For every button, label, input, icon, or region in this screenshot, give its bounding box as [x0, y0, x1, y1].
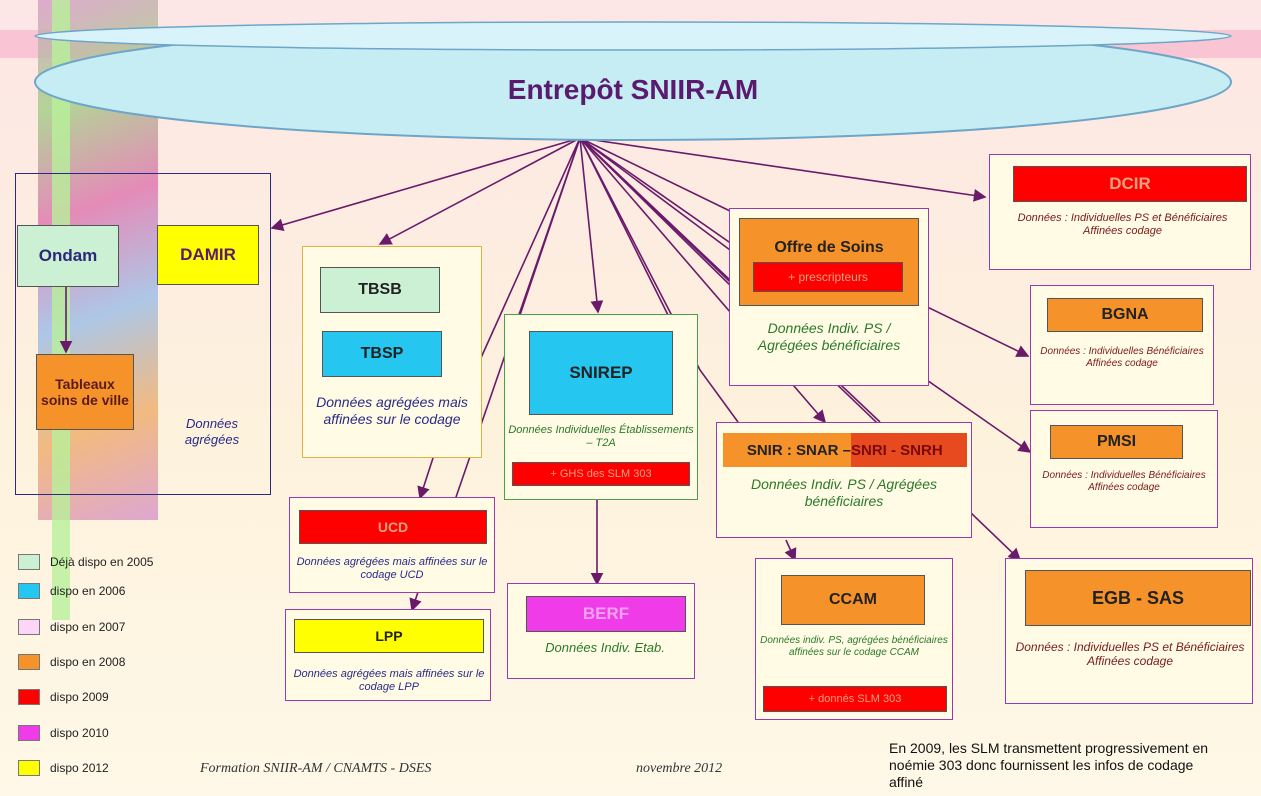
legend-swatch-2008: [18, 654, 40, 670]
legend-swatch-2012: [18, 760, 40, 776]
decorative-green-strip: [52, 0, 70, 620]
legend-label-2010: dispo 2010: [50, 726, 109, 740]
tbsb-desc: Données agrégées mais affinées sur le co…: [316, 394, 468, 427]
legend-label-2012: dispo 2012: [50, 761, 109, 775]
ucd-box: UCD: [299, 510, 487, 544]
legend-label-2007: dispo en 2007: [50, 620, 126, 634]
dcir-box: DCIR: [1013, 166, 1247, 202]
damir-box: DAMIR: [157, 225, 259, 285]
legend-swatch-2007: [18, 619, 40, 635]
legend-swatch-2006: [18, 583, 40, 599]
legend-swatch-2010: [18, 725, 40, 741]
footer-note: En 2009, les SLM transmettent progressiv…: [889, 740, 1209, 790]
egb-desc: Données : Individuelles PS et Bénéficiai…: [1015, 640, 1245, 669]
offre-desc: Données Indiv. PS / Agrégées bénéficiair…: [757, 320, 901, 353]
ucd-desc: Données agrégées mais affinées sur le co…: [296, 556, 488, 582]
left-group-desc: Données agrégées: [184, 416, 240, 447]
berf-box: BERF: [526, 596, 686, 632]
ccam-slm-badge: + donnés SLM 303: [763, 686, 947, 712]
legend-swatch-2009: [18, 689, 40, 705]
egb-sas-box: EGB - SAS: [1025, 570, 1251, 626]
dcir-desc: Données : Individuelles PS et Bénéficiai…: [1017, 212, 1228, 238]
legend-label-2008: dispo en 2008: [50, 655, 126, 669]
legend-label-2006: dispo en 2006: [50, 584, 126, 598]
legend-swatch-2005: [18, 554, 40, 570]
tbsp-box: TBSP: [322, 331, 442, 377]
ondam-box: Ondam: [17, 225, 119, 287]
footer-left: Formation SNIIR-AM / CNAMTS - DSES: [200, 761, 432, 776]
bgna-desc: Données : Individuelles Bénéficiaires Af…: [1040, 346, 1204, 369]
legend-label-2009: dispo 2009: [50, 690, 109, 704]
ccam-box: CCAM: [781, 575, 925, 625]
lpp-desc: Données agrégées mais affinées sur le co…: [293, 668, 485, 694]
footer-date: novembre 2012: [636, 761, 723, 776]
snirep-desc: Données Individuelles Établissements – T…: [508, 424, 694, 450]
lpp-box: LPP: [294, 619, 484, 653]
snir-title-part1: SNIR : SNAR –: [723, 433, 851, 467]
snirep-box: SNIREP: [529, 331, 673, 415]
snir-title-part2: SNRI - SNRH: [851, 433, 967, 467]
legend-label-2005: Déjà dispo en 2005: [50, 555, 154, 569]
bgna-box: BGNA: [1047, 298, 1203, 332]
berf-desc: Données Indiv. Etab.: [545, 640, 665, 655]
tbsb-box: TBSB: [320, 267, 440, 313]
legend: Déjà dispo en 2005 dispo en 2006 dispo e…: [18, 550, 188, 780]
pmsi-box: PMSI: [1050, 425, 1183, 459]
ccam-desc: Données indiv. PS, agrégées bénéficiaire…: [760, 635, 948, 658]
page-title: Entrepôt SNIIR-AM: [507, 74, 759, 105]
snir-title-bar: SNIR : SNAR – SNRI - SNRH: [723, 433, 967, 467]
prescripteurs-badge: + prescripteurs: [753, 262, 903, 292]
ghs-badge: + GHS des SLM 303: [512, 462, 690, 486]
snir-desc: Données Indiv. PS / Agrégées bénéficiair…: [751, 476, 937, 509]
left-group-frame: [15, 173, 271, 495]
tableaux-soins-box: Tableaux soins de ville: [36, 354, 134, 430]
pmsi-desc: Données : Individuelles Bénéficiaires Af…: [1042, 470, 1206, 493]
